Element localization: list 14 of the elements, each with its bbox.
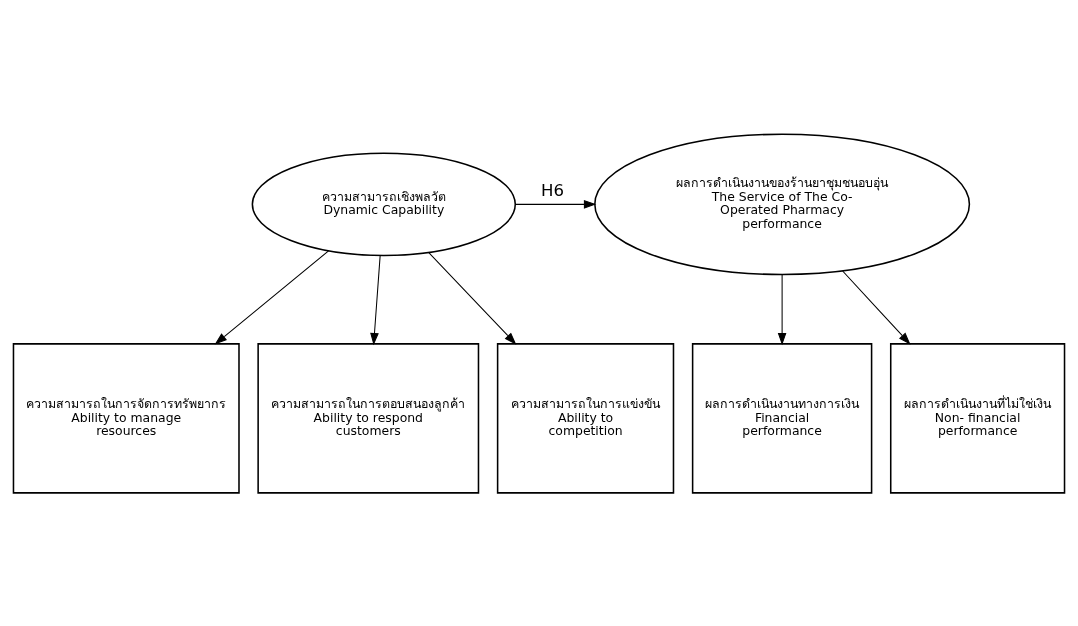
node-ellipse: ผลการดำเนินงานของร้านยาชุมชนอบอุ่น The Service of The Co-Operated Pharmacy performance (594, 133, 971, 275)
node-box: ความสามารถในการจัดการทรัพยากร Ability to manage resources (12, 342, 240, 494)
arrow (777, 273, 787, 345)
node-box: ความสามารถในการแข่งขัน Ability to competition (496, 342, 675, 494)
arrow (214, 249, 330, 345)
arrow (428, 251, 517, 345)
node-box: ผลการดำเนินงานทางการเงิน Financial performance (691, 342, 873, 494)
arrow (842, 270, 911, 345)
node-ellipse: ความสามารถเชิงพลวัต Dynamic Capability (251, 151, 517, 256)
node-box: ผลการดำเนินงานที่ไม่ใช่เงิน Non- financial performance (889, 342, 1066, 494)
edge-label: H6 (541, 180, 565, 200)
node-box: ความสามารถในการตอบสนองลูกค้า Ability to respond customers (257, 342, 480, 494)
arrow (370, 254, 381, 345)
arrow (515, 199, 597, 209)
